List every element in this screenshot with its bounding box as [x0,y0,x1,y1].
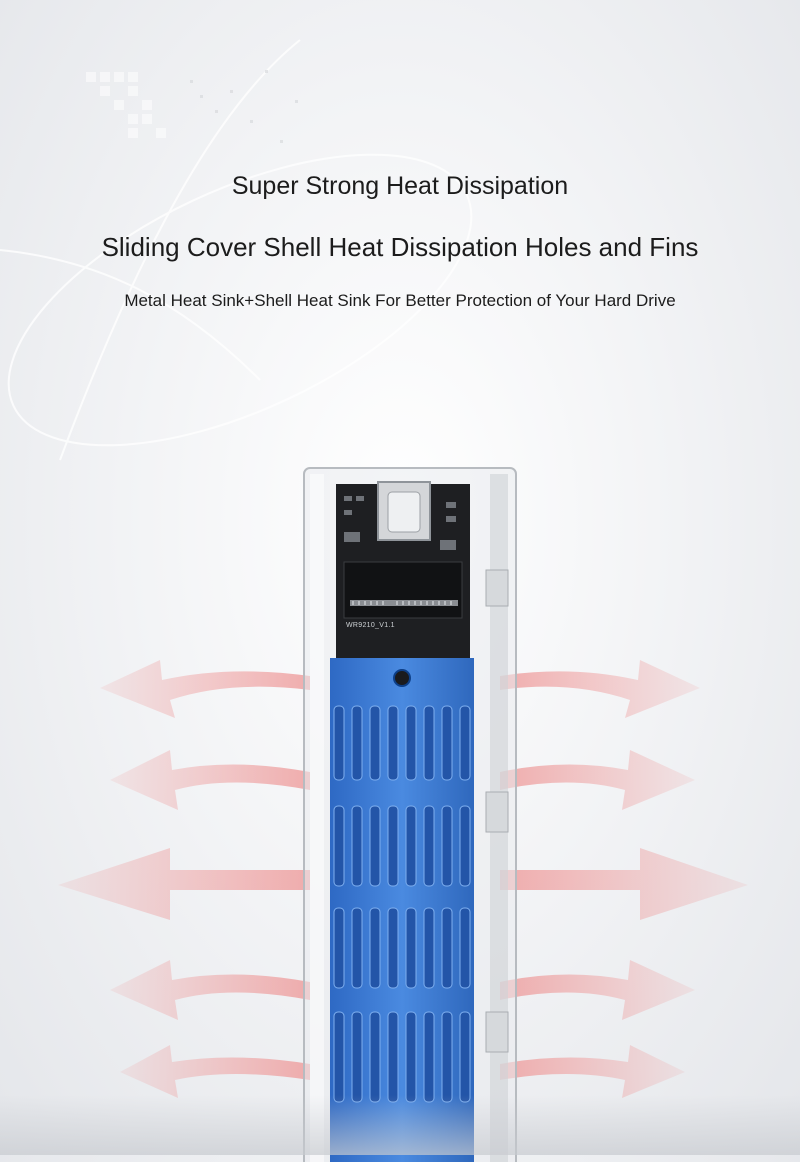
ssd-enclosure [303,467,517,1162]
left-heat-arrows [58,660,310,1098]
headline-title: Super Strong Heat Dissipation [231,172,569,200]
mounting-screw [393,669,411,687]
right-heat-arrows [500,660,748,1098]
m2-slot [343,561,463,619]
headline-description: Metal Heat Sink+Shell Heat Sink For Bett… [124,291,676,310]
headline-subtitle: Sliding Cover Shell Heat Dissipation Hol… [101,232,699,262]
board-model-label: WR9210_V1.1 [346,622,395,629]
floor-reflection [0,1095,800,1155]
